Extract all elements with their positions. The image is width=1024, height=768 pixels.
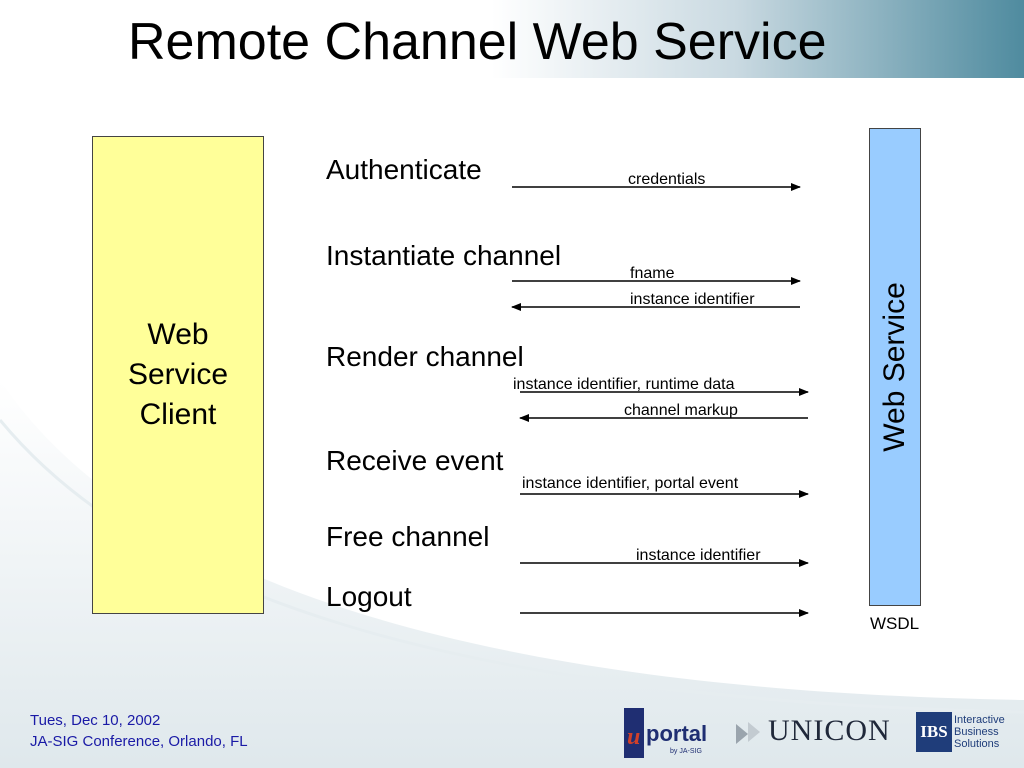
msg-channel-markup: channel markup — [624, 402, 738, 419]
client-label: Web Service Client — [127, 318, 229, 431]
op-receive-event: Receive event — [326, 445, 504, 476]
svg-text:by JA-SIG: by JA-SIG — [670, 748, 702, 755]
uportal-logo: u portal by JA-SIG — [624, 708, 707, 758]
msg-instance-identifier-portal-event: instance identifier, portal event — [522, 475, 739, 492]
unicon-mark-icon — [736, 722, 760, 744]
svg-text:portal: portal — [646, 721, 707, 746]
footer-event: JA-SIG Conference, Orlando, FL — [30, 733, 248, 750]
ibs-logo-text: Interactive Business Solutions — [954, 714, 1005, 750]
web-service-label: Web Service — [878, 282, 911, 452]
msg-instance-identifier-runtime-data: instance identifier, runtime data — [513, 376, 735, 393]
slide-title: Remote Channel Web Service — [128, 13, 827, 71]
svg-text:u: u — [627, 724, 640, 750]
footer-date: Tues, Dec 10, 2002 — [30, 712, 161, 729]
op-instantiate-channel: Instantiate channel — [326, 240, 562, 271]
msg-instance-identifier-free: instance identifier — [636, 547, 761, 564]
op-authenticate: Authenticate — [326, 154, 482, 185]
msg-fname: fname — [630, 265, 675, 282]
msg-instance-identifier-response: instance identifier — [630, 291, 755, 308]
web-service-box: Web Service — [869, 128, 921, 606]
web-service-client-box: Web Service Client — [92, 136, 264, 614]
ibs-logo-mark: IBS — [916, 712, 952, 752]
op-free-channel: Free channel — [326, 521, 490, 552]
wsdl-label: WSDL — [870, 614, 920, 633]
unicon-logo-text: UNICON — [768, 714, 891, 747]
op-logout: Logout — [326, 581, 412, 612]
msg-credentials: credentials — [628, 171, 706, 188]
op-render-channel: Render channel — [326, 341, 524, 372]
header-band — [0, 0, 1024, 78]
